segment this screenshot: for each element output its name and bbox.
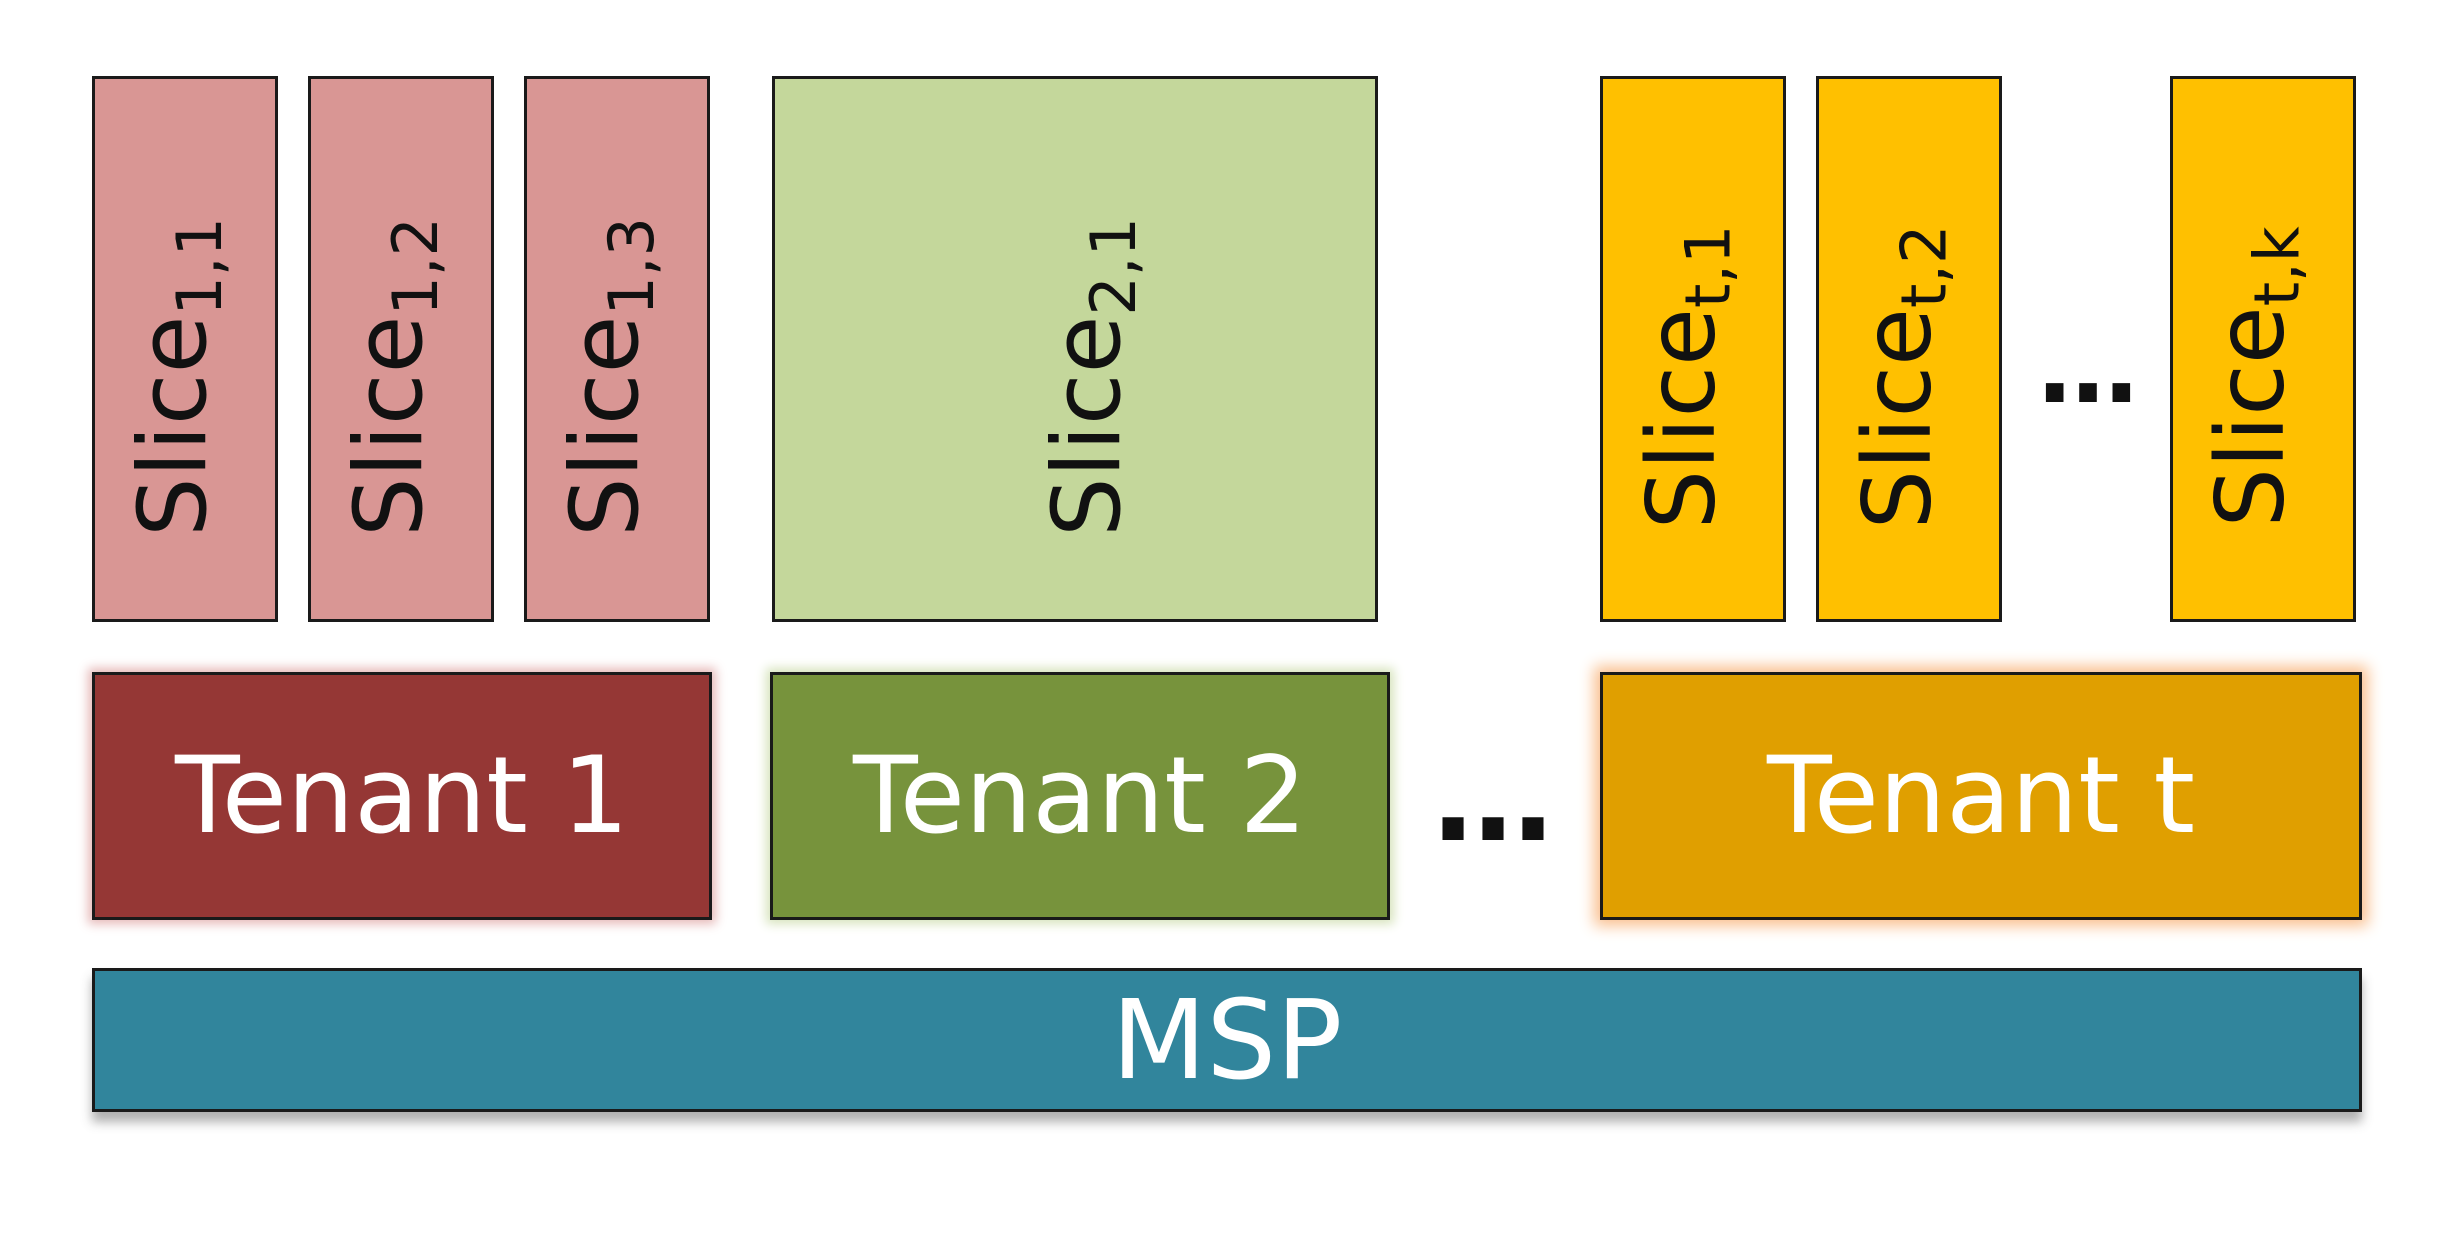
slice-t-k: Slicet,k: [2170, 76, 2356, 622]
slice-ellipsis: …: [2038, 309, 2140, 426]
slice-1-1-label: Slice1,1: [119, 216, 236, 538]
tenant-2-label: Tenant 2: [853, 734, 1307, 857]
tenant-1-label: Tenant 1: [175, 734, 629, 857]
tenant-ellipsis: …: [1433, 730, 1557, 869]
slice-t-1: Slicet,1: [1600, 76, 1786, 622]
tenant-1: Tenant 1: [92, 672, 712, 920]
slice-t-2: Slicet,2: [1816, 76, 2002, 622]
msp-label: MSP: [1111, 976, 1343, 1104]
slice-1-2: Slice1,2: [308, 76, 494, 622]
slice-1-2-label: Slice1,2: [335, 216, 452, 538]
slice-1-3-label: Slice1,3: [551, 216, 668, 538]
slice-1-3: Slice1,3: [524, 76, 710, 622]
tenant-2: Tenant 2: [770, 672, 1390, 920]
slice-2-1-label: Slice2,1: [1033, 216, 1150, 538]
tenant-t: Tenant t: [1600, 672, 2362, 920]
slice-t-1-label: Slicet,1: [1627, 224, 1745, 530]
tenant-t-label: Tenant t: [1766, 734, 2196, 857]
msp-bar: MSP: [92, 968, 2362, 1112]
slice-1-1: Slice1,1: [92, 76, 278, 622]
slice-t-2-label: Slicet,2: [1843, 224, 1961, 530]
slice-2-1: Slice2,1: [772, 76, 1378, 622]
slice-t-k-label: Slicet,k: [2197, 226, 2314, 528]
